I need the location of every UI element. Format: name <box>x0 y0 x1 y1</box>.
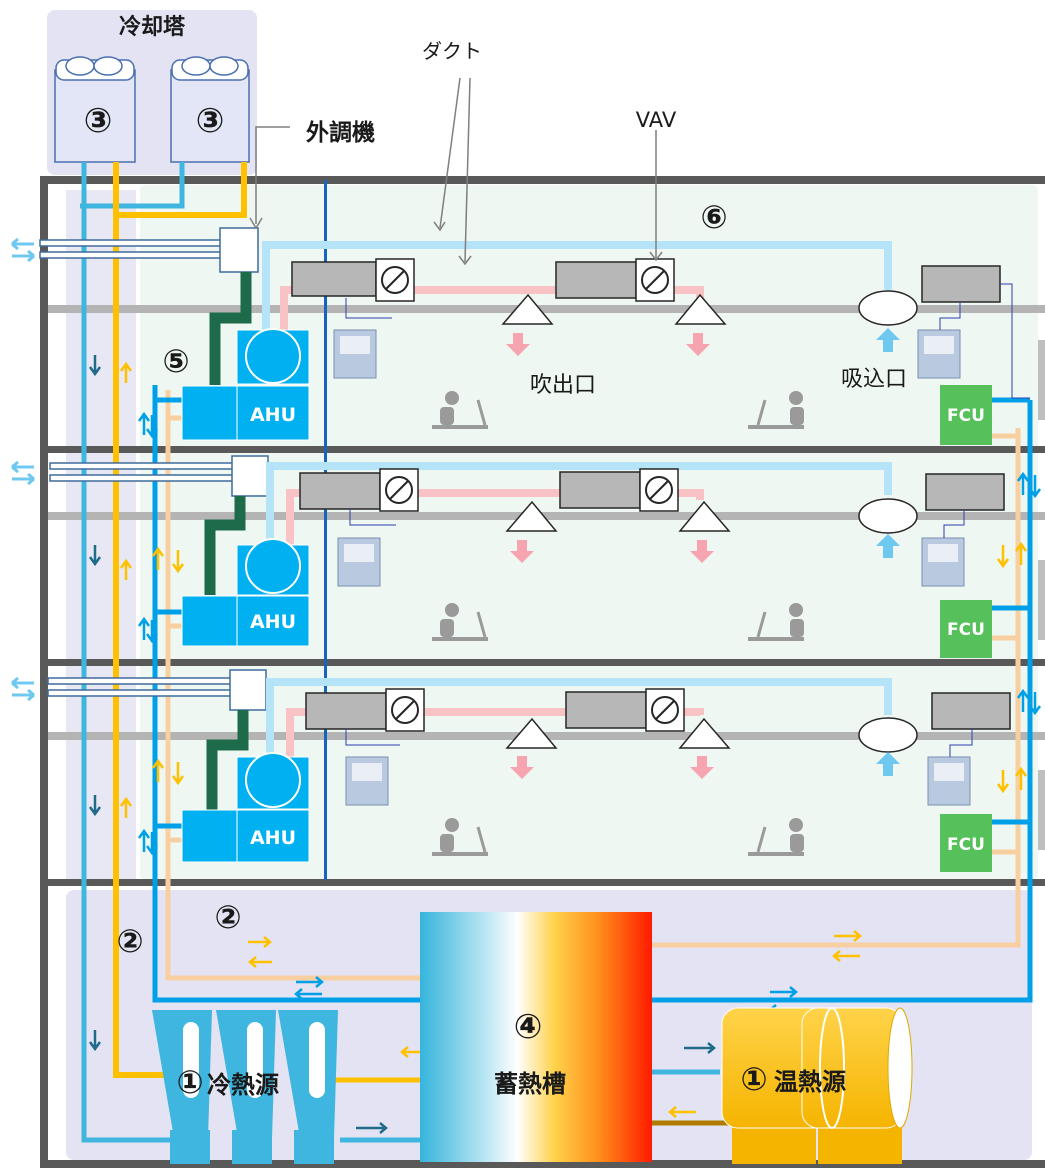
marker-4: ④ <box>514 1007 543 1047</box>
building-frame <box>40 176 1045 1168</box>
marker-2-pipe: ② <box>214 898 241 936</box>
outdoor-air-duct-lines <box>39 239 237 697</box>
external-wall-line <box>324 180 327 880</box>
outdoor-unit-label: 外調機 <box>306 119 375 146</box>
floor3 <box>181 688 1011 872</box>
window-frames <box>1038 340 1045 850</box>
marker-3-tower1: ③ <box>84 101 113 141</box>
cooling-tower-2 <box>170 56 250 163</box>
fcu-label-floor2: FCU <box>947 620 985 640</box>
source-pipes <box>335 1069 730 1143</box>
ahu-label-floor2: AHU <box>250 611 296 633</box>
return-ducts <box>262 241 892 760</box>
cold-source-units <box>152 1010 338 1164</box>
fcu-label-floor1: FCU <box>947 406 985 426</box>
marker-2-shaft: ② <box>116 922 143 960</box>
shaft-zone <box>66 190 136 880</box>
marker-1-cold: ① <box>176 1063 203 1101</box>
floor1 <box>181 258 1030 445</box>
chilled-water-loop <box>152 385 1033 1003</box>
hot-source-label: 温熱源 <box>774 1068 846 1096</box>
marker-1-hot: ① <box>740 1060 767 1098</box>
office-worker-icons <box>432 391 804 856</box>
supply-outlet-label: 吹出口 <box>530 373 596 398</box>
cold-source-label: 冷熱源 <box>207 1071 279 1099</box>
storage-tank <box>420 912 652 1162</box>
pointer-lines <box>249 77 663 266</box>
thermostat-details <box>340 336 964 781</box>
fcu-label-floor3: FCU <box>947 835 985 855</box>
marker-6: ⑥ <box>700 198 727 236</box>
ahu-label-floor3: AHU <box>250 827 296 849</box>
shaft-flow-arrows <box>88 355 1042 1052</box>
hot-source-units <box>721 1007 913 1164</box>
duct-label: ダクト <box>422 39 482 63</box>
marker-5: ⑤ <box>162 342 189 380</box>
oa-duct-to-ahu <box>204 272 252 812</box>
outdoor-air-arrows <box>11 237 35 702</box>
vav-label: VAV <box>636 108 677 132</box>
machine-room-flow-arrows <box>248 930 862 1134</box>
ahu-label-floor1: AHU <box>250 404 296 426</box>
marker-3-tower2: ③ <box>196 101 225 141</box>
storage-tank-label: 蓄熱槽 <box>494 1070 566 1098</box>
cooling-tower-1 <box>54 56 136 163</box>
return-inlet-label: 吸込口 <box>841 367 907 392</box>
outdoor-unit-boxes <box>219 227 269 711</box>
cooling-tower-label: 冷却塔 <box>119 14 186 40</box>
